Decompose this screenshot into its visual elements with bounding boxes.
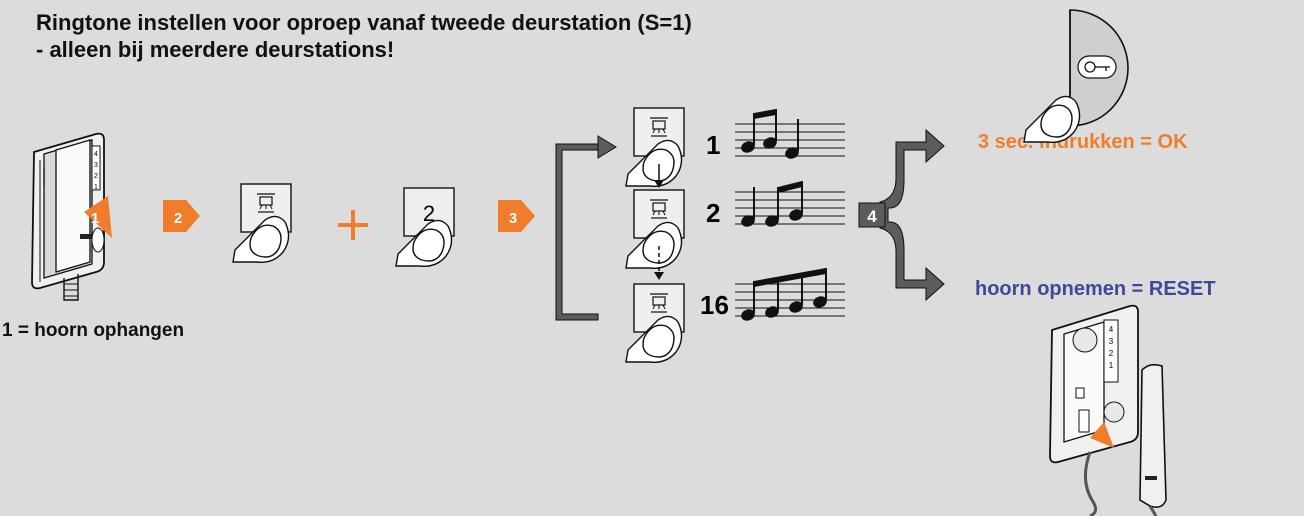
ringtone-number-1: 1: [706, 130, 720, 160]
svg-text:1: 1: [1109, 361, 1114, 370]
ringtone-row-1: 1: [626, 108, 846, 186]
handset-key-3: 3: [94, 162, 98, 169]
svg-text:1: 1: [91, 210, 99, 227]
svg-text:3: 3: [1109, 337, 1114, 346]
svg-text:3: 3: [509, 210, 517, 227]
reset-result-label: hoorn opnemen = RESET: [975, 278, 1216, 300]
ringtone-number-16: 16: [700, 290, 729, 320]
svg-text:4: 4: [867, 207, 877, 226]
plus-icon: [338, 210, 368, 240]
music-notes-16: [738, 267, 830, 324]
key-icon: [1084, 61, 1110, 73]
handset-key-1: 1: [94, 184, 98, 191]
repeat-loop-arrow: [555, 135, 617, 321]
step-1-caption: 1 = hoorn ophangen: [2, 320, 185, 341]
handset-key-4: 4: [94, 151, 98, 158]
intercom-handset-lifted: 4 3 2 1: [1049, 304, 1167, 516]
door-call-button: [233, 184, 291, 262]
music-notes-2: [738, 180, 806, 230]
svg-text:2: 2: [174, 210, 182, 227]
instruction-title: Ringtone instellen voor oproep vanaf twe…: [36, 9, 692, 63]
down-arrow-head: [654, 180, 664, 188]
svg-text:4: 4: [1109, 325, 1114, 334]
ringtone-row-16: 16: [626, 267, 846, 362]
handset-key-2: 2: [94, 173, 98, 180]
svg-text:2: 2: [1109, 349, 1114, 358]
branch-arrow: [879, 128, 945, 302]
step-1-badge: 1: [84, 196, 112, 238]
door-key-button: [1023, 9, 1129, 143]
step-2-marker: 2: [163, 200, 200, 232]
step-3-marker: 3: [498, 200, 535, 232]
ringtone-number-2: 2: [706, 198, 720, 228]
step-4-badge: 4: [858, 202, 886, 228]
title-line-2: - alleen bij meerdere deurstations!: [36, 37, 395, 62]
svg-text:2: 2: [423, 201, 435, 226]
key-2-button: 2: [395, 187, 455, 267]
ringtone-row-2: 2: [626, 180, 846, 268]
title-line-1: Ringtone instellen voor oproep vanaf twe…: [36, 10, 692, 35]
music-notes-1: [738, 108, 802, 162]
lift-arrow: [1090, 422, 1114, 448]
dashed-down-arrow-head: [654, 272, 664, 280]
intercom-handset-hung-up: 4 3 2 1: [31, 132, 105, 301]
